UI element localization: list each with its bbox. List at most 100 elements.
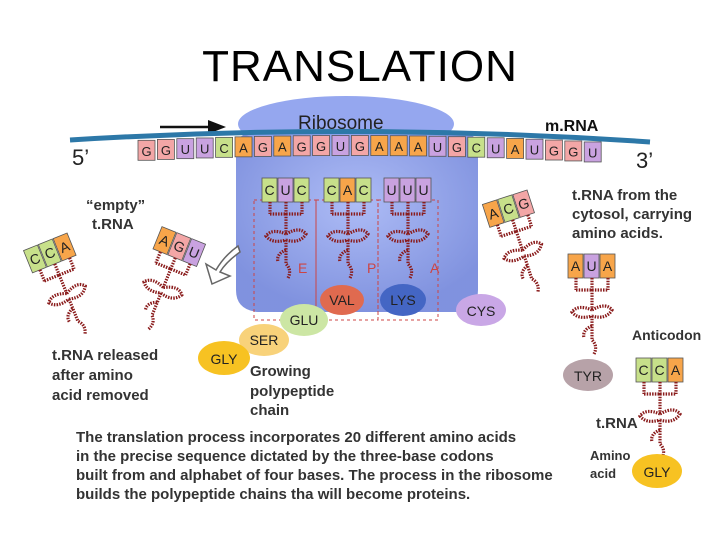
mrna-base: A — [273, 135, 292, 157]
mrna-base: U — [331, 135, 350, 156]
site-letter: E — [298, 260, 307, 276]
anticodon-letter: C — [326, 182, 336, 198]
mrna-base: U — [176, 138, 195, 160]
mrna-base-letter: G — [297, 139, 307, 154]
amino-ser-bead — [239, 324, 289, 356]
anticodon-letter: G — [516, 194, 531, 213]
anticodon-letter: U — [280, 182, 290, 198]
anticodon-letter: U — [586, 258, 596, 274]
mrna-base-letter: U — [433, 140, 442, 155]
growing-label-3: chain — [250, 402, 290, 419]
anticodon-label: Anticodon — [632, 327, 702, 343]
anticodon-letter: C — [264, 182, 274, 198]
mrna-base: G — [564, 140, 583, 162]
mrna-base: U — [583, 141, 602, 163]
amino-acid-cys: CYS — [467, 303, 496, 319]
five-prime-label: 5’ — [72, 145, 90, 170]
amino-acid-labels: VAL LYS GLU SER GLY CYS TYR GLY — [211, 292, 672, 480]
amino-lys-bead — [380, 284, 426, 316]
amino-legend-label-2: acid — [590, 466, 617, 481]
anticodon-letter: A — [571, 258, 581, 274]
page-title: TRANSLATION — [202, 42, 518, 91]
mrna-base: C — [215, 136, 234, 158]
mrna-base-letter: G — [316, 139, 326, 154]
released-label-3: acid removed — [52, 387, 149, 404]
mrna-base-letter: U — [336, 139, 345, 154]
anticodon-letter: U — [418, 182, 428, 198]
amino-glu-bead — [280, 304, 328, 336]
site-letter: P — [367, 260, 376, 276]
trna-cytosol-label-3: amino acids. — [572, 225, 663, 242]
amino-acid-legend: GLY — [644, 464, 672, 480]
mrna-base-letter: G — [141, 144, 151, 159]
mrna-base-letter: G — [452, 140, 462, 155]
mrna-base: A — [506, 138, 525, 159]
mrna-base: C — [467, 136, 486, 158]
mrna-base-letter: A — [375, 139, 384, 154]
mrna-strand — [69, 128, 651, 145]
empty-trna-label: “empty” — [86, 197, 146, 214]
amino-acid-val: VAL — [329, 292, 355, 308]
growing-label-2: polypeptide — [250, 383, 335, 400]
anticodon-letter: A — [671, 362, 681, 378]
mrna-base-letter: A — [239, 140, 248, 155]
trna-legend-label: t.RNA — [596, 415, 638, 432]
mrna-base-letter: U — [491, 141, 500, 156]
mrna-base-letter: U — [530, 143, 539, 158]
amino-cys-bead — [456, 294, 506, 326]
amino-legend-bead — [632, 454, 682, 488]
mrna-base: A — [370, 135, 389, 156]
mrna-base-letter: C — [472, 141, 481, 156]
mrna-base: U — [486, 137, 505, 159]
mrna-base: G — [447, 136, 466, 158]
mrna-base: U — [428, 135, 447, 157]
amino-acid-gly: GLY — [211, 351, 239, 367]
anticodon-letter: U — [386, 182, 396, 198]
direction-arrow-head — [208, 120, 226, 134]
three-prime-label: 3’ — [636, 148, 654, 173]
mrna-base: G — [292, 135, 311, 157]
mrna-base: G — [350, 135, 369, 156]
anticodon-letter: A — [603, 258, 613, 274]
mrna-label: m.RNA — [545, 118, 599, 135]
mrna-base-letter: G — [355, 139, 365, 154]
amino-acid-ser: SER — [250, 332, 279, 348]
mrna-base: G — [312, 135, 331, 156]
anticodon-letter: U — [402, 182, 412, 198]
anticodon-letter: A — [343, 182, 353, 198]
mrna-base-letter: C — [219, 141, 228, 156]
amino-val-bead — [320, 285, 364, 315]
empty-trna-label-2: t.RNA — [92, 216, 134, 233]
caption: The translation process incorporates 20 … — [76, 428, 566, 504]
mrna-base: A — [409, 135, 428, 157]
mrna-base-letter: U — [200, 141, 209, 156]
anticodon-letter: C — [654, 362, 664, 378]
mrna-base: G — [156, 139, 175, 160]
growing-label: Growing — [250, 363, 311, 380]
amino-acid-lys: LYS — [390, 292, 415, 308]
mrna-base: G — [253, 135, 272, 157]
mrna-base: A — [389, 135, 408, 157]
ribosome-label: Ribosome — [298, 113, 384, 134]
anticodon-letter: C — [501, 199, 516, 217]
mrna-base: A — [234, 136, 253, 158]
mrna-base-letter: G — [258, 140, 268, 155]
amino-acid-tyr: TYR — [574, 368, 602, 384]
mrna-base-letter: G — [161, 143, 171, 158]
mrna-base-letter: A — [414, 139, 423, 154]
release-arrow — [204, 244, 241, 286]
mrna-base-letter: A — [511, 142, 520, 157]
caption-line-1: The translation process incorporates 20 … — [76, 429, 517, 446]
mrna-base-letter: A — [278, 140, 287, 155]
amino-acid-glu: GLU — [290, 312, 319, 328]
